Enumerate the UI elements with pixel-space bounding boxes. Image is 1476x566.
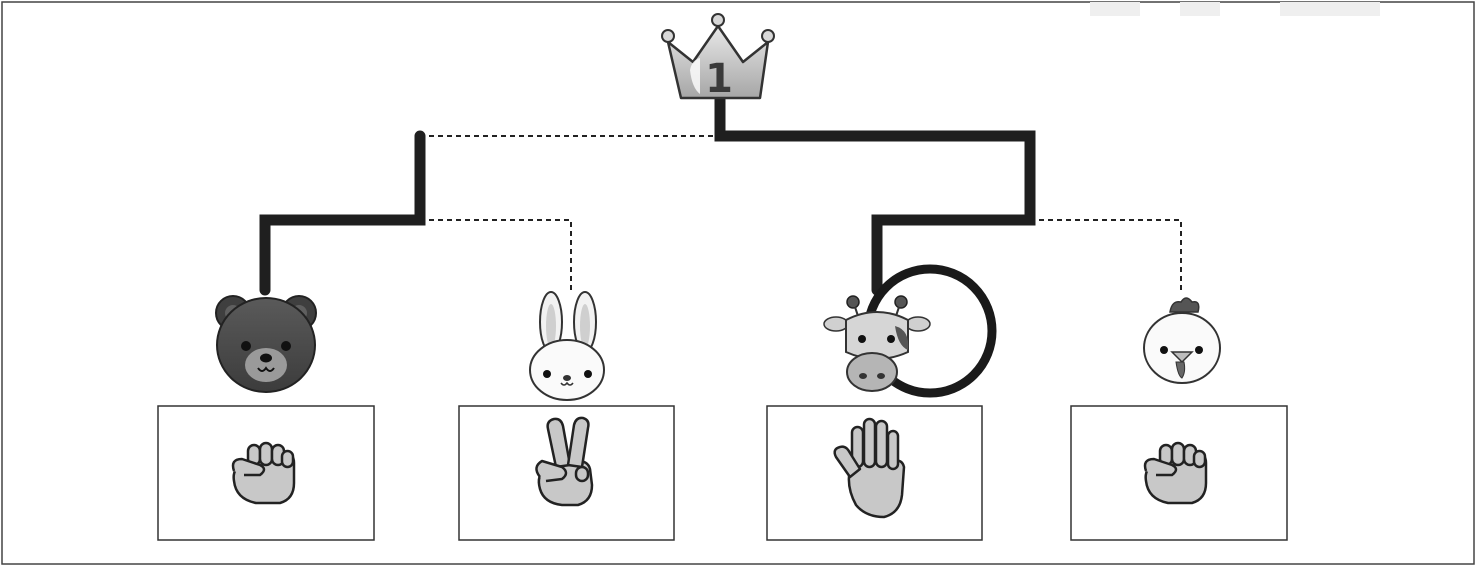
loser-paths: [420, 135, 1182, 290]
cow-icon: [823, 295, 931, 392]
rock-fist-icon: [1143, 441, 1208, 505]
scissors-peace-icon: [535, 416, 594, 507]
rabbit-icon: [529, 291, 605, 401]
crown-icon: 1: [661, 13, 775, 102]
bear-icon: [215, 295, 317, 393]
winner-paths: [259, 94, 1036, 296]
ghost-marks: [1090, 2, 1380, 16]
rock-fist-icon: [231, 441, 296, 505]
paper-open-hand-icon: [833, 417, 906, 519]
crown-number: 1: [705, 56, 733, 102]
winner-path-bear: [259, 130, 426, 296]
chicken-icon: [1143, 297, 1221, 384]
winner-path-cow: [714, 94, 1036, 296]
